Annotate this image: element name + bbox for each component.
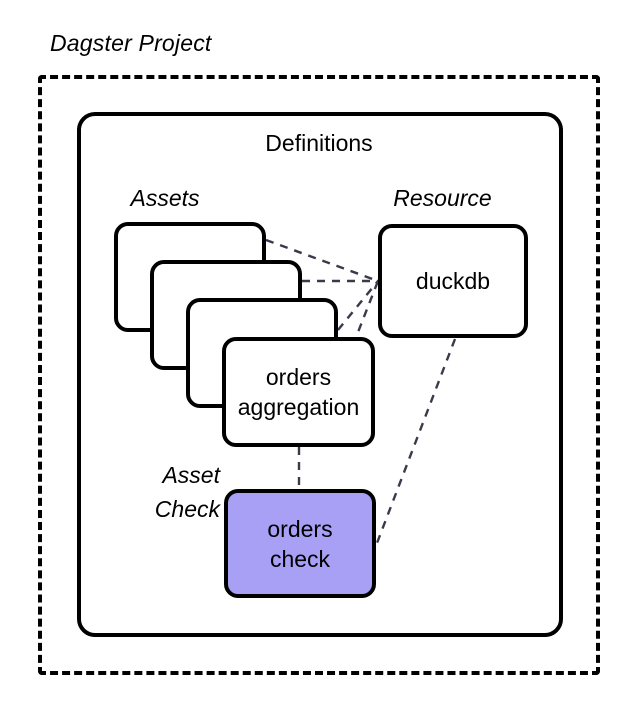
resource-node-duckdb[interactable]: duckdb [378, 224, 528, 338]
resource-node-label: duckdb [415, 268, 491, 294]
resource-group-label: Resource [393, 185, 492, 211]
asset-check-group-label: Asset Check [154, 462, 220, 522]
asset-check-node-label-line2: check [269, 545, 331, 572]
asset-node-orders-aggregation[interactable]: orders aggregation [222, 337, 375, 447]
definitions-title: Definitions [265, 130, 373, 156]
asset-check-node-label-line1: orders [267, 515, 333, 542]
asset-node-label-line2: aggregation [237, 394, 360, 420]
project-title: Dagster Project [50, 30, 212, 56]
asset-check-node-orders-check[interactable]: orders check [224, 489, 376, 598]
asset-node-label-line1: orders [265, 364, 332, 390]
project-boundary [38, 75, 600, 675]
assets-group-label: Assets [130, 185, 200, 211]
